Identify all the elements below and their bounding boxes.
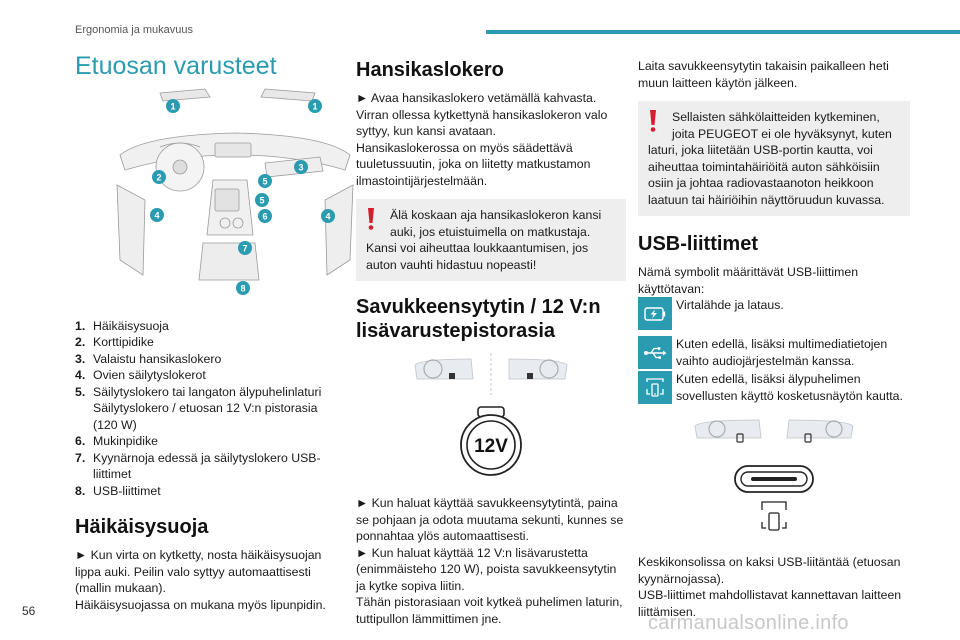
callout-4b: 4 [325, 211, 330, 221]
usb-legend-item: Kuten edellä, lisäksi älypuhelimen sovel… [638, 371, 910, 404]
warning-text: Älä koskaan aja hansikaslokeron kansi au… [390, 208, 602, 239]
socket-12v-icon: 12V [460, 406, 522, 476]
socket-paragraph: ► Kun haluat käyttää 12 V:n lisävarustet… [356, 545, 617, 593]
warning-exclamation-icon [650, 110, 656, 132]
visor-heading: Häikäisysuoja [75, 516, 209, 538]
page-title: Etuosan varusteet [75, 52, 277, 80]
callout-6: 6 [262, 211, 267, 221]
warning-text: Kansi voi aiheuttaa loukkaantumisen, jos… [366, 241, 589, 272]
watermark: carmanualsonline.info [648, 612, 849, 634]
callout-7: 7 [242, 243, 247, 253]
socket-12v-label: 12V [474, 436, 508, 457]
callout-2: 2 [156, 172, 161, 182]
socket-return-paragraph: Laita savukkeensytytin takaisin paikalle… [638, 59, 889, 90]
legend-item: 3.Valaistu hansikaslokero [75, 351, 222, 366]
page-number: 56 [22, 604, 36, 618]
glovebox-paragraph: Hansikaslokerossa on myös säädettävä tuu… [356, 140, 591, 188]
callout-3: 3 [298, 162, 303, 172]
callout-4a: 4 [154, 210, 159, 220]
usb-icon [638, 336, 672, 369]
usb-paragraph: Keskikonsolissa on kaksi USB-liitäntää (… [638, 555, 901, 586]
usb-heading: USB-liittimet [638, 233, 758, 255]
glovebox-heading: Hansikaslokero [356, 59, 504, 81]
usb-legend-item: Kuten edellä, lisäksi multimediatietojen… [638, 336, 910, 369]
cabin-drawing: 1 1 2 3 4 4 5 5 6 7 8 [116, 88, 354, 295]
warning-text: Sellaisten sähkölaitteiden kytkeminen, j… [672, 110, 892, 141]
legend-item: 5.Säilytyslokero tai langaton älypuhelin… [75, 384, 322, 432]
usb-legend-text: Virtalähde ja lataus. [676, 298, 784, 312]
usb-c-port-icon [734, 465, 814, 531]
legend-item: 4.Ovien säilytyslokerot [75, 368, 206, 382]
legend-item: 8.USB-liittimet [75, 483, 161, 498]
column-2: Hansikaslokero ► Avaa hansikaslokero vet… [356, 58, 626, 627]
callout-8: 8 [240, 283, 245, 293]
legend-item: 2.Korttipidike [75, 335, 154, 349]
socket-heading: Savukkeensytytin / 12 V:n lisävarustepis… [356, 296, 601, 342]
header-accent-bar [486, 30, 960, 34]
legend-item: 7.Kyynärnoja edessä ja säilytyslokero US… [75, 450, 321, 482]
socket-location-figure [414, 353, 568, 395]
socket-paragraph: ► Kun haluat käyttää savukkeensytytintä,… [356, 496, 624, 543]
callout-1a: 1 [170, 101, 175, 111]
visor-paragraph: ► Kun virta on kytketty, nosta häikäisys… [75, 548, 322, 595]
usb-legend-text: Kuten edellä, lisäksi älypuhelimen sovel… [676, 372, 903, 403]
usb-legend-text: Kuten edellä, lisäksi multimediatietojen… [676, 337, 888, 368]
visor-paragraph: Häikäisysuojassa on mukana myös lipunpid… [75, 597, 326, 612]
legend-item: 6.Mukinpidike [75, 434, 158, 448]
usb-paragraph: USB-liittimet mahdollistavat kannettavan… [638, 588, 902, 619]
callout-5b: 5 [259, 195, 264, 205]
cabin-illustration: 1 1 2 3 4 4 5 5 6 7 8 [115, 85, 355, 300]
usb-intro: Nämä symbolit määrittävät USB-liittimen … [638, 265, 859, 296]
usb-location-figure [694, 419, 854, 443]
warning-text: laturi, joka liitetään USB-portin kautta… [648, 143, 885, 207]
warning-exclamation-icon [368, 208, 374, 230]
column-1: Etuosan varusteet [75, 52, 354, 613]
glovebox-paragraph: ► Avaa hansikaslokero vetämällä kahvasta… [356, 91, 597, 105]
usb-legend-item: Virtalähde ja lataus. [638, 297, 910, 330]
callout-1b: 1 [312, 101, 317, 111]
glovebox-paragraph: Virran ollessa kytkettynä hansikaslokero… [356, 107, 608, 139]
callout-5a: 5 [262, 176, 267, 186]
smartphone-mirror-icon [638, 371, 672, 404]
column-3: Laita savukkeensytytin takaisin paikalle… [638, 58, 910, 620]
battery-charge-icon [638, 297, 672, 330]
running-header: Ergonomia ja mukavuus [75, 24, 194, 36]
warning-box: Sellaisten sähkölaitteiden kytkeminen, j… [638, 101, 910, 216]
legend-item: 1.Häikäisysuoja [75, 318, 169, 333]
legend-list: 1.Häikäisysuoja 2.Korttipidike 3.Valaist… [75, 318, 335, 500]
warning-box: Älä koskaan aja hansikaslokeron kansi au… [356, 199, 626, 281]
socket-paragraph: Tähän pistorasiaan voit kytkeä puhelimen… [356, 595, 623, 626]
